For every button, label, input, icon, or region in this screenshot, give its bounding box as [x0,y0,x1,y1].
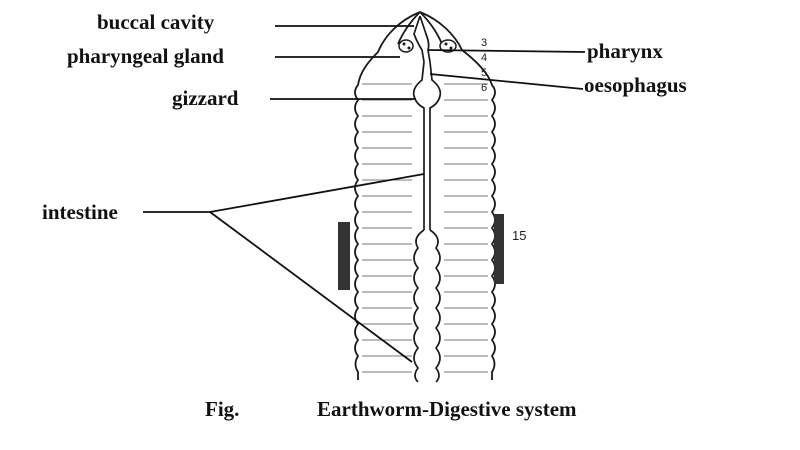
caption-prefix: Fig. [205,397,239,421]
pharyngeal-gland-left [398,39,414,53]
digestive-tract [412,15,442,383]
label-pharyngeal-gland: pharyngeal gland [67,44,224,68]
segment-number-5: 5 [481,67,487,79]
clitellum-left [338,222,350,290]
leader-oesophagus [429,73,584,90]
intestine-sacculated-left [413,229,425,383]
segment-number-4: 4 [481,52,487,64]
segment-number-3: 3 [481,37,487,49]
pharynx-shape [413,15,431,63]
label-buccal-cavity: buccal cavity [97,10,215,34]
intestine-straight [423,112,431,230]
intestine-sacculated-right [429,229,441,383]
label-oesophagus: oesophagus [584,73,687,97]
leader-lines [143,25,586,363]
segment-number-6: 6 [481,82,487,94]
caption-title: Earthworm-Digestive system [317,397,577,421]
label-gizzard: gizzard [172,86,239,110]
body-outline-right [419,11,496,380]
leader-intestine-upper [209,173,425,213]
pharyngeal-gland-right [439,39,457,53]
body-segment-lines [362,83,488,373]
segment-number-15: 15 [512,228,526,243]
worm-body [354,11,496,380]
label-intestine: intestine [42,200,118,224]
leader-intestine-lower [209,211,413,363]
gizzard-shape [412,61,442,112]
clitellum-right [494,214,504,284]
label-pharynx: pharynx [587,39,663,63]
leader-pharynx [427,49,586,53]
